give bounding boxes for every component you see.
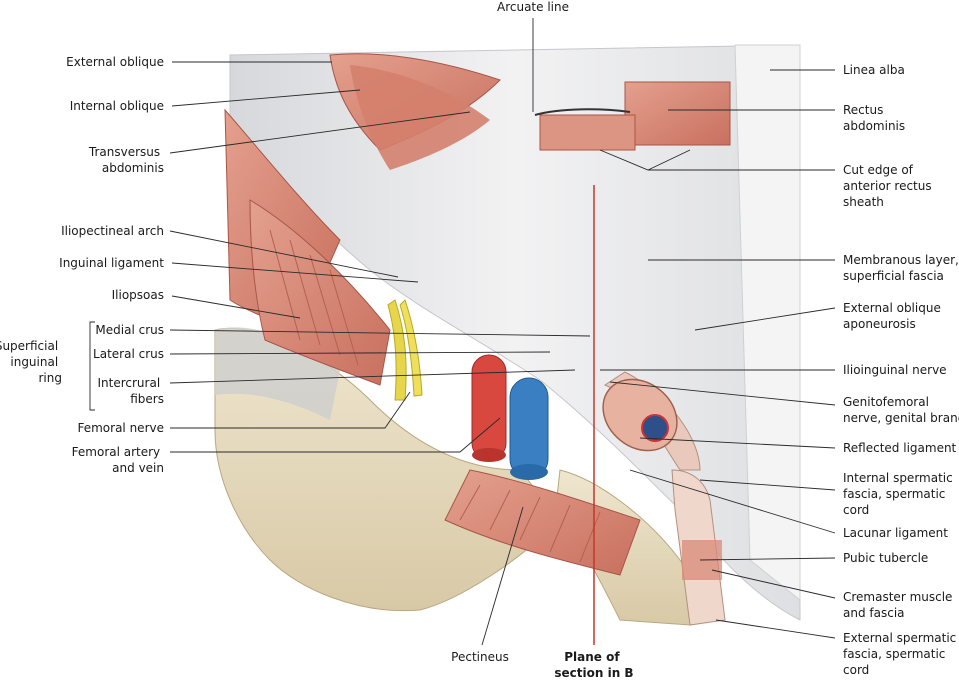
label-femoral-nerve: Femoral nerve xyxy=(77,421,164,435)
label-membranous-layer: Membranous layer, superficial fascia xyxy=(843,253,959,283)
label-external-oblique-aponeurosis: External oblique aponeurosis xyxy=(843,301,945,331)
femoral-artery-shape xyxy=(471,354,507,461)
label-femoral-artery-vein: Femoral artery and vein xyxy=(72,445,164,475)
iliopsoas-muscle xyxy=(249,199,391,386)
pectineus-muscle xyxy=(444,469,641,576)
arcuate-edge xyxy=(534,108,631,116)
label-inguinal-ligament: Inguinal ligament xyxy=(59,256,164,270)
label-lacunar-ligament: Lacunar ligament xyxy=(843,526,948,540)
femoral-vein-shape xyxy=(509,377,549,479)
ring-bracket xyxy=(89,321,95,411)
label-lateral-crus: Lateral crus xyxy=(93,347,164,361)
label-cremaster: Cremaster muscle and fascia xyxy=(843,590,956,620)
label-pectineus: Pectineus xyxy=(451,650,509,664)
anatomy-drawing xyxy=(214,44,801,626)
label-internal-spermatic: Internal spermatic fascia, spermatic cor… xyxy=(843,471,957,517)
iliopsoas-fibers xyxy=(269,229,359,366)
femoral-nerve-shape xyxy=(387,299,407,401)
label-genitofemoral: Genitofemoral nerve, genital branch xyxy=(843,395,959,425)
label-plane-of-section: Plane of section in B xyxy=(554,650,633,680)
label-intercrural-fibers: Intercrural fibers xyxy=(98,376,165,406)
femoral-nerve-branch xyxy=(399,299,423,397)
label-internal-oblique: Internal oblique xyxy=(70,99,164,113)
label-rectus-abdominis: Rectus abdominis xyxy=(843,103,905,133)
rectus-block-front xyxy=(539,114,636,151)
label-superficial-inguinal-ring: Superficial inguinal ring xyxy=(0,339,62,385)
label-transversus-abdominis: Transversus abdominis xyxy=(88,145,164,175)
label-external-spermatic: External spermatic fascia, spermatic cor… xyxy=(843,631,959,677)
label-cut-edge: Cut edge of anterior rectus sheath xyxy=(843,163,935,209)
label-reflected-ligament: Reflected ligament xyxy=(843,441,957,455)
label-medial-crus: Medial crus xyxy=(95,323,164,337)
label-iliopectineal-arch: Iliopectineal arch xyxy=(61,224,164,238)
label-ilioinguinal-nerve: Ilioinguinal nerve xyxy=(843,363,947,377)
label-linea-alba: Linea alba xyxy=(843,63,905,77)
label-iliopsoas: Iliopsoas xyxy=(112,288,164,302)
leader-lines xyxy=(89,18,836,646)
linea-alba-strip xyxy=(734,44,801,602)
label-pubic-tubercle: Pubic tubercle xyxy=(843,551,928,565)
label-arcuate-line: Arcuate line xyxy=(497,0,569,14)
label-external-oblique: External oblique xyxy=(66,55,164,69)
internal-oblique-muscle xyxy=(350,65,490,170)
rectus-block-back xyxy=(624,81,731,146)
pectineus-fibers xyxy=(459,484,601,563)
